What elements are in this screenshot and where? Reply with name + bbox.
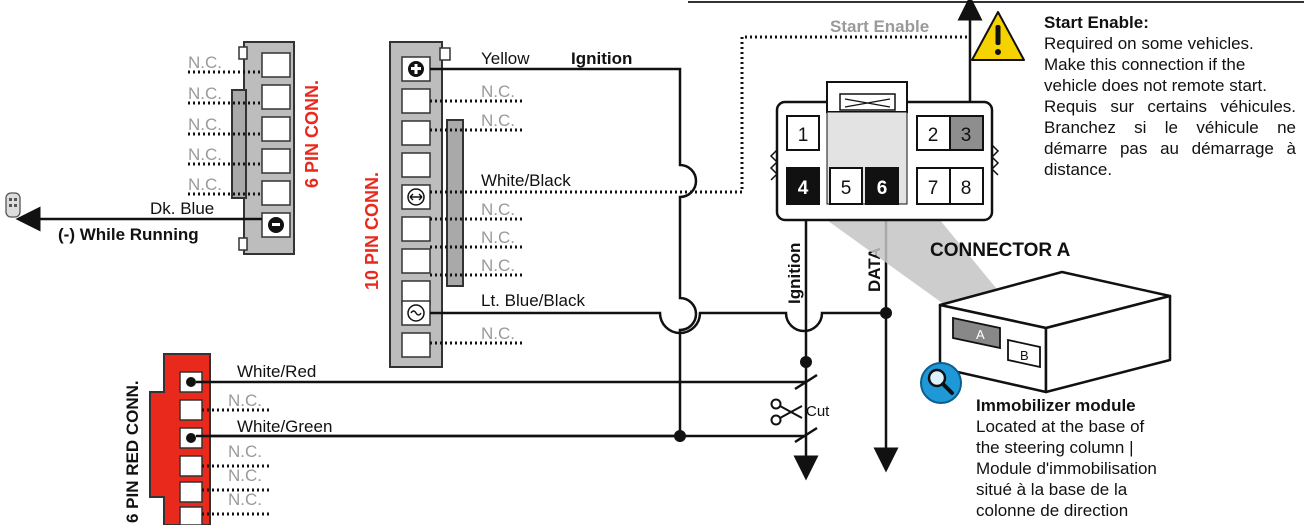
nc-label: N.C. bbox=[481, 228, 515, 247]
nc-label: N.C. bbox=[188, 53, 222, 72]
nc-label: N.C. bbox=[481, 111, 515, 130]
yellow-ignition-wire bbox=[203, 67, 698, 438]
while-running-label: (-) While Running bbox=[58, 225, 199, 244]
ignition-label: Ignition bbox=[571, 49, 632, 68]
splice-dot bbox=[674, 430, 686, 442]
yellow-label: Yellow bbox=[481, 49, 530, 68]
nc-label: N.C. bbox=[188, 175, 222, 194]
module-port-a: A bbox=[976, 327, 985, 342]
start-enable-note-title: Start Enable: bbox=[1044, 13, 1149, 32]
nc-label: N.C. bbox=[481, 324, 515, 343]
lt-blue-black-label: Lt. Blue/Black bbox=[481, 291, 585, 310]
nc-label: N.C. bbox=[481, 200, 515, 219]
warning-icon bbox=[971, 11, 1025, 61]
nc-label: N.C. bbox=[188, 84, 222, 103]
red-connector bbox=[149, 353, 211, 525]
pin-label: 3 bbox=[961, 125, 972, 146]
ten-pin-nc-lines bbox=[430, 99, 525, 345]
pin-label: 4 bbox=[798, 178, 809, 199]
scissors-icon bbox=[770, 398, 803, 426]
nc-label: N.C. bbox=[228, 391, 262, 410]
start-enable-wire-label: Start Enable bbox=[830, 17, 929, 36]
start-enable-note-en: Required on some vehicles. Make this con… bbox=[1044, 34, 1268, 95]
nc-label: N.C. bbox=[228, 490, 262, 509]
connector-callout-wedge bbox=[810, 208, 1010, 305]
module-caption: Immobilizer module Located at the base o… bbox=[976, 395, 1166, 521]
white-red-label: White/Red bbox=[237, 362, 316, 381]
lt-blue-black-wire bbox=[430, 311, 886, 335]
data-vertical-label: DATA bbox=[865, 247, 884, 292]
six-pin-nc-lines bbox=[188, 70, 262, 196]
white-black-start-enable-wire bbox=[430, 35, 970, 194]
white-green-label: White/Green bbox=[237, 417, 332, 436]
pin-label: 1 bbox=[798, 125, 809, 146]
pin-label: 2 bbox=[928, 125, 939, 146]
ignition-vertical-label: Ignition bbox=[785, 243, 804, 304]
connector-a bbox=[769, 81, 1000, 222]
module-description: Located at the base of the steering colu… bbox=[976, 417, 1157, 520]
start-enable-note-fr: Requis sur certains véhicules. Branchez … bbox=[1044, 97, 1296, 179]
nc-label: N.C. bbox=[228, 466, 262, 485]
nc-label: N.C. bbox=[188, 145, 222, 164]
nc-label: N.C. bbox=[188, 115, 222, 134]
remote-fob-icon bbox=[5, 192, 21, 218]
pin-label: 6 bbox=[877, 178, 888, 199]
ten-pin-connector bbox=[389, 41, 464, 368]
six-pin-connector bbox=[231, 41, 295, 255]
module-title: Immobilizer module bbox=[976, 396, 1136, 415]
nc-label: N.C. bbox=[228, 442, 262, 461]
red-connector-title: 6 PIN RED CONN. bbox=[123, 380, 142, 523]
magnifier-icon bbox=[920, 362, 962, 404]
start-enable-note: Start Enable: Required on some vehicles.… bbox=[1044, 12, 1296, 180]
cut-label: Cut bbox=[806, 403, 830, 420]
pin-label: 5 bbox=[841, 178, 852, 199]
white-black-label: White/Black bbox=[481, 171, 571, 190]
nc-label: N.C. bbox=[481, 82, 515, 101]
immobilizer-module bbox=[938, 270, 1172, 394]
pin-label: 7 bbox=[928, 178, 939, 199]
red-nc-lines bbox=[202, 408, 270, 516]
nc-label: N.C. bbox=[481, 256, 515, 275]
splice-dot bbox=[800, 356, 812, 368]
connector-a-title: CONNECTOR A bbox=[930, 240, 1071, 261]
ten-pin-title: 10 PIN CONN. bbox=[362, 172, 382, 290]
dk-blue-label: Dk. Blue bbox=[150, 199, 214, 218]
pin-label: 8 bbox=[961, 178, 972, 199]
six-pin-title: 6 PIN CONN. bbox=[302, 80, 322, 188]
module-port-b: B bbox=[1020, 348, 1029, 363]
